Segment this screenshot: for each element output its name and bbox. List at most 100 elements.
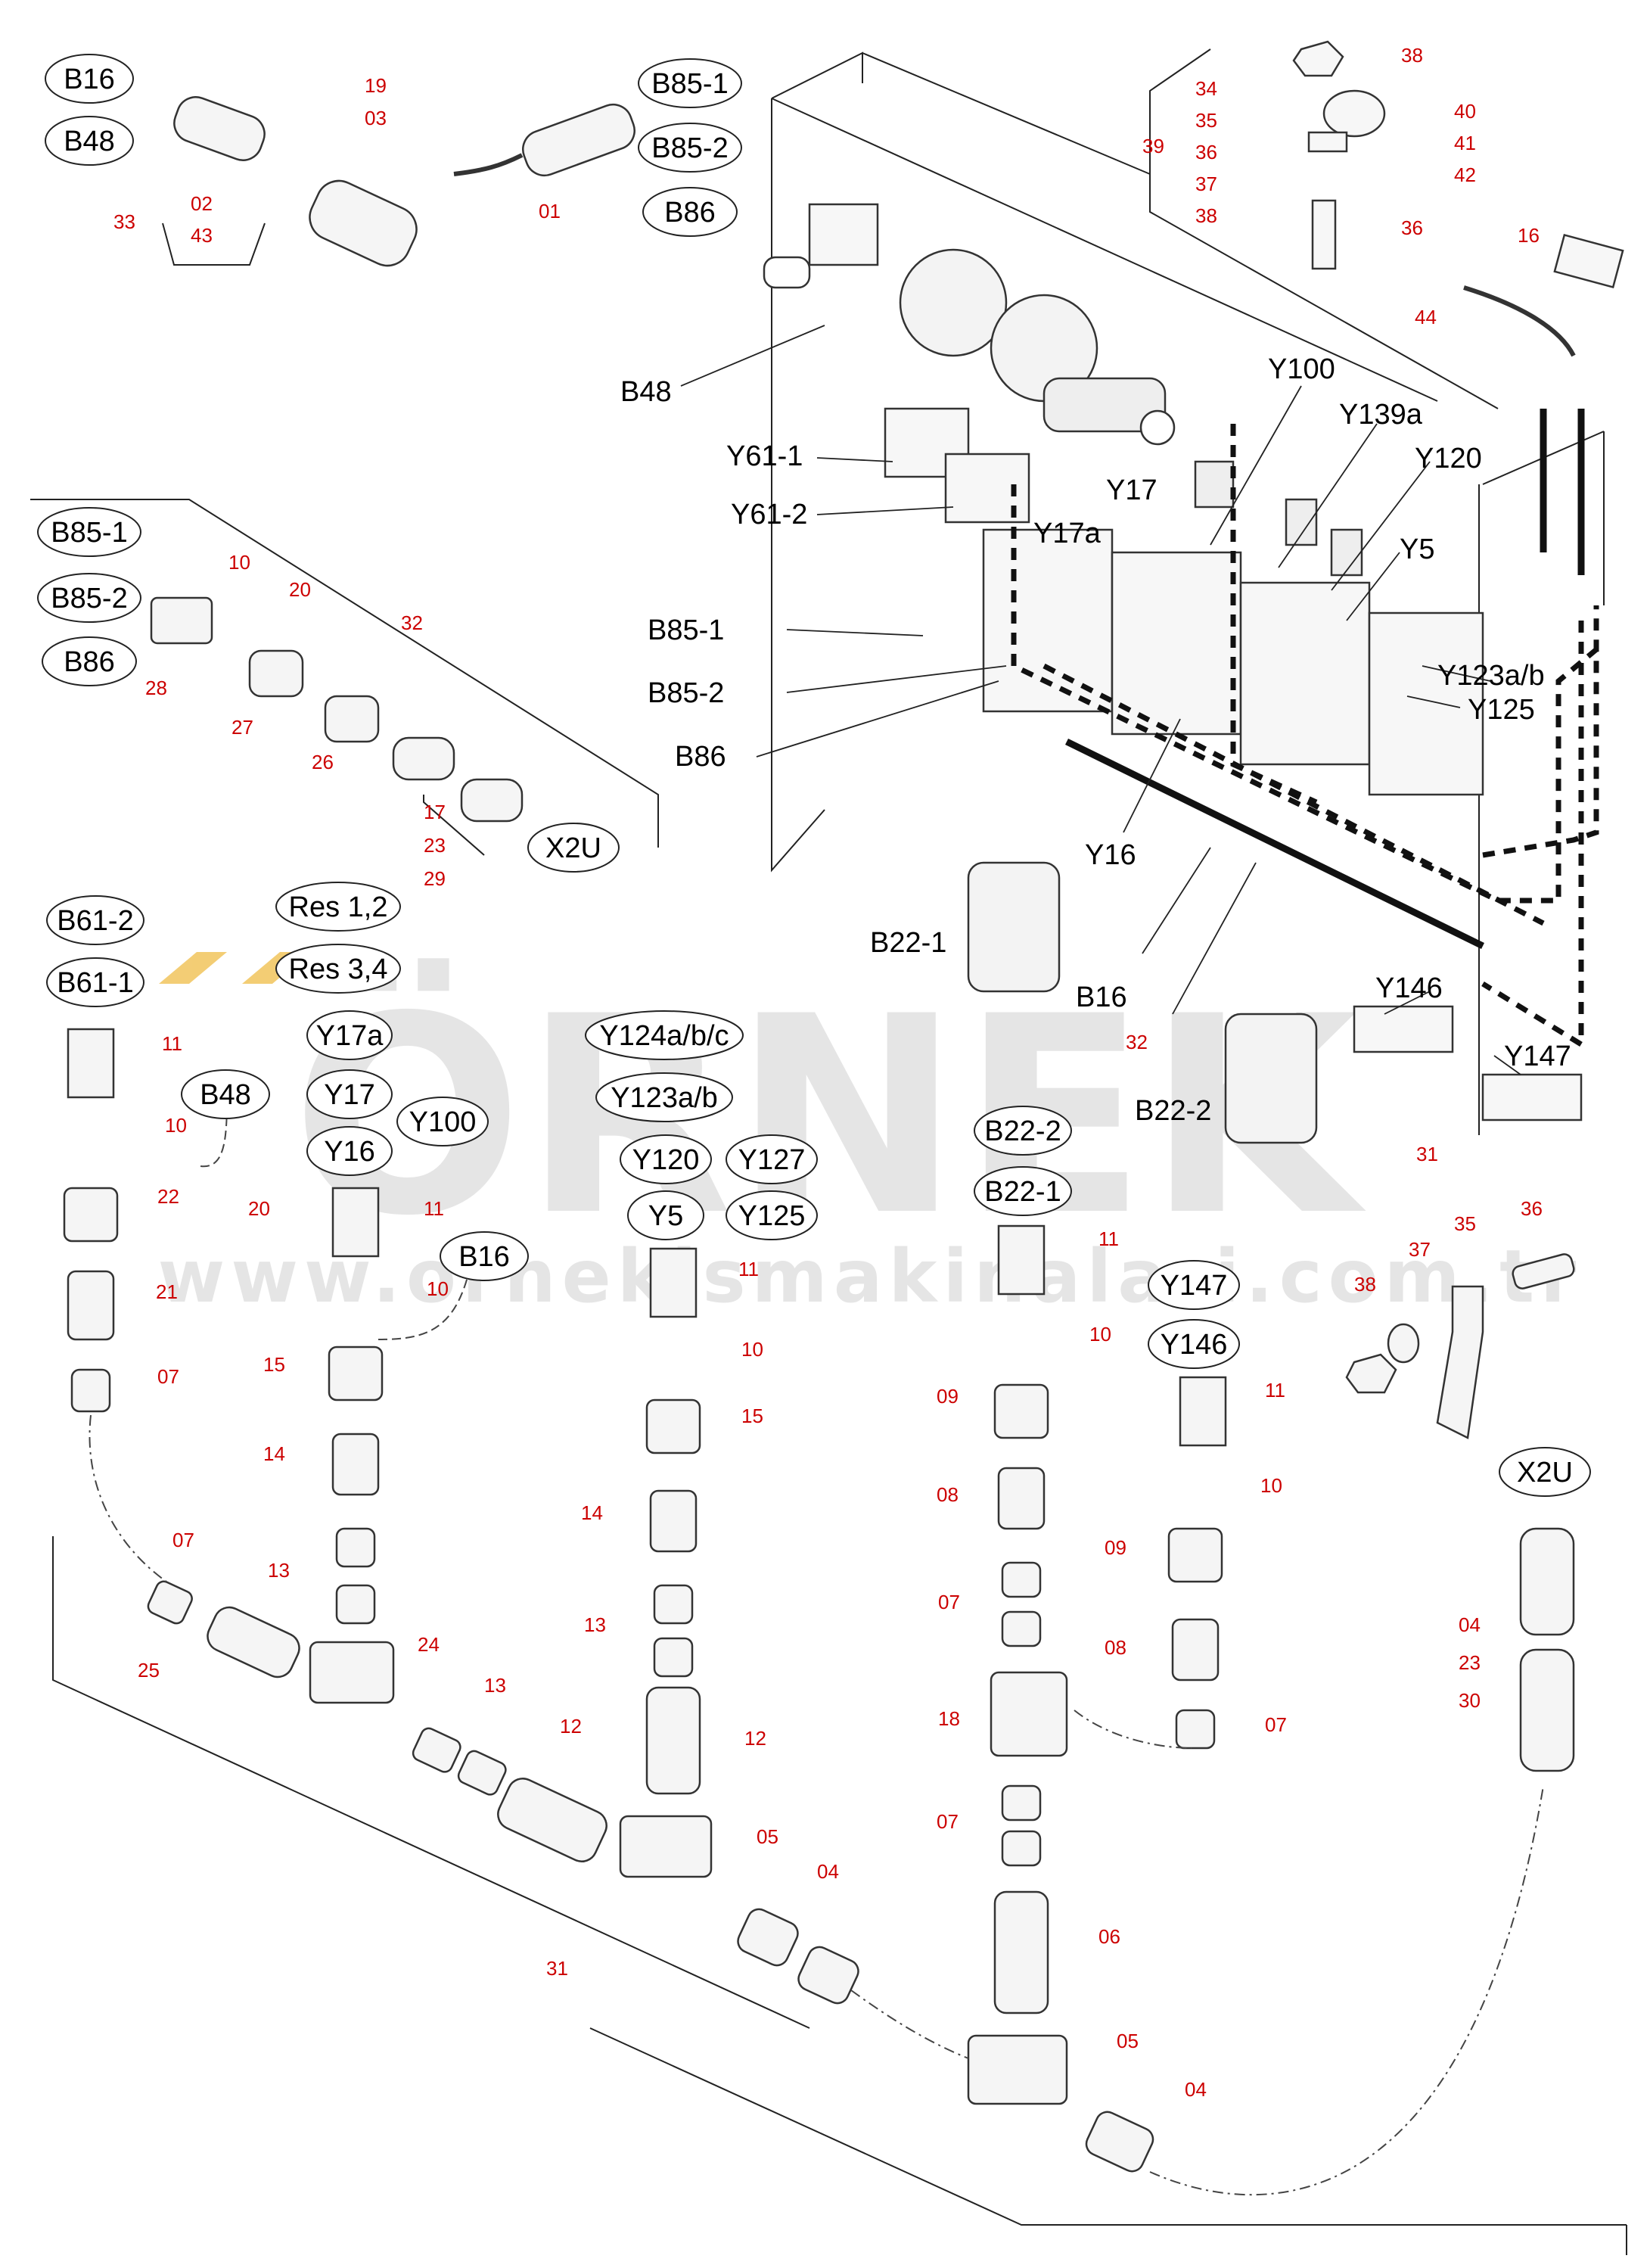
label-y17-list: Y17 — [306, 1069, 393, 1119]
label-y16-list-text: Y16 — [324, 1136, 375, 1168]
label-x2u-bottom-text: X2U — [1517, 1457, 1573, 1489]
label-y16-list: Y16 — [306, 1126, 393, 1176]
coupling-07-a — [70, 1368, 111, 1413]
label-y125-list: Y125 — [726, 1190, 818, 1240]
label-y5-list: Y5 — [627, 1190, 704, 1240]
sleeve-14-b — [649, 1489, 698, 1553]
label-res12-text: Res 1,2 — [289, 891, 388, 923]
callout-18: 18 — [938, 1707, 960, 1730]
callout-43: 43 — [191, 224, 213, 247]
callout-24: 24 — [418, 1633, 440, 1656]
callout-13-a: 13 — [268, 1559, 290, 1582]
sleeve-14-a — [331, 1433, 380, 1496]
machine-label-y139a: Y139a — [1339, 399, 1423, 431]
callout-07-c: 07 — [938, 1591, 960, 1613]
machine-label-b86: B86 — [675, 741, 726, 773]
label-b85-2-mid-text: B85-2 — [51, 583, 127, 614]
callout-14-b: 14 — [581, 1501, 603, 1524]
sensor-cable-b85 — [453, 153, 524, 176]
valve-manifold-assembly — [763, 203, 1583, 1144]
nut-38-b — [1345, 1353, 1397, 1394]
machine-label-b48: B48 — [620, 376, 672, 408]
motor-shaft — [1043, 377, 1167, 433]
callout-36-bolt: 36 — [1401, 216, 1423, 239]
connector-y146-11 — [1179, 1376, 1227, 1447]
machine-label-b85-1: B85-1 — [648, 614, 724, 646]
callout-numbers: 19 03 02 33 43 01 34 35 39 36 37 38 38 4… — [113, 44, 1543, 2101]
bolt-36 — [1311, 199, 1337, 270]
label-b85-1-mid-text: B85-1 — [51, 517, 127, 549]
manifold-block-2 — [1111, 551, 1242, 736]
label-y125-list-text: Y125 — [738, 1200, 806, 1232]
callout-10-c: 10 — [741, 1338, 763, 1361]
callout-32-mid: 32 — [401, 611, 423, 634]
label-y127-list-text: Y127 — [738, 1144, 806, 1176]
label-b22-1-list-text: B22-1 — [984, 1176, 1061, 1208]
callout-04-x2u: 04 — [1459, 1613, 1481, 1636]
callout-31-bottom: 31 — [546, 1957, 568, 1980]
label-y124: Y124a/b/c — [585, 1010, 744, 1060]
connector-y5-11 — [649, 1247, 698, 1318]
callout-25: 25 — [138, 1659, 160, 1682]
callout-09-b: 09 — [1105, 1536, 1126, 1559]
conduit-23 — [460, 778, 524, 823]
callout-27: 27 — [231, 716, 253, 739]
label-b22-2-list-text: B22-2 — [984, 1115, 1061, 1147]
nut-22 — [63, 1187, 119, 1243]
label-y100-list: Y100 — [396, 1097, 489, 1146]
callout-10-e: 10 — [1260, 1474, 1282, 1497]
label-b61-2: B61-2 — [46, 895, 144, 945]
machine-label-b16: B16 — [1076, 982, 1127, 1013]
label-b48-list: B48 — [181, 1069, 270, 1119]
machine-label-y146: Y146 — [1375, 972, 1443, 1004]
machine-label-y5: Y5 — [1400, 534, 1434, 565]
callout-35-b: 35 — [1454, 1212, 1476, 1235]
callout-02: 02 — [191, 192, 213, 215]
machine-label-y125: Y125 — [1468, 694, 1535, 726]
label-b86-top-text: B86 — [664, 197, 716, 229]
callout-04-b: 04 — [1185, 2078, 1207, 2101]
tee-05-a — [619, 1815, 713, 1878]
sensor-cap — [309, 179, 418, 267]
connector-y139a — [1285, 498, 1318, 546]
label-b16-list-text: B16 — [458, 1241, 510, 1273]
callout-19: 19 — [365, 74, 387, 97]
label-b22-1-list: B22-1 — [974, 1166, 1072, 1216]
motor-nozzle — [1139, 409, 1176, 446]
callout-17: 17 — [424, 801, 446, 823]
connector-y17-11 — [331, 1187, 380, 1258]
conduit-06 — [993, 1890, 1049, 2014]
label-res34-text: Res 3,4 — [289, 954, 388, 985]
conduit-04-c — [1085, 2111, 1154, 2173]
valve-y147 — [1481, 1073, 1583, 1122]
callout-26: 26 — [312, 751, 334, 773]
callout-09-a: 09 — [937, 1385, 959, 1408]
machine-label-y16: Y16 — [1085, 839, 1136, 871]
callout-28: 28 — [145, 677, 167, 699]
label-x2u-mid: X2U — [527, 823, 620, 873]
machine-label-y100: Y100 — [1268, 353, 1335, 385]
callout-08-b: 08 — [1105, 1636, 1126, 1659]
label-b85-2-top-text: B85-2 — [651, 132, 728, 164]
callout-15-a: 15 — [263, 1353, 285, 1376]
tee-05-b — [967, 2034, 1068, 2105]
label-y17a-list-text: Y17a — [316, 1020, 384, 1052]
callout-21: 21 — [156, 1280, 178, 1303]
label-y5-list-text: Y5 — [648, 1200, 683, 1232]
conduit-04-a — [737, 1908, 799, 1967]
callout-12-b: 12 — [744, 1727, 766, 1750]
label-y146-list-text: Y146 — [1161, 1329, 1228, 1361]
callout-39: 39 — [1142, 135, 1164, 157]
label-y147-list-text: Y147 — [1161, 1270, 1228, 1302]
connector-b61-11 — [67, 1028, 115, 1099]
label-b85-1-top: B85-1 — [638, 58, 742, 108]
nut-09-a — [993, 1383, 1049, 1439]
label-x2u-mid-text: X2U — [545, 832, 601, 864]
callout-38-nut: 38 — [1401, 44, 1423, 67]
connector-b22-11 — [997, 1224, 1046, 1296]
coupling-13-b — [335, 1584, 376, 1625]
clamp-hardware — [1292, 40, 1624, 357]
callout-11-a: 11 — [162, 1032, 182, 1055]
conduit-x2u-04 — [1519, 1527, 1575, 1636]
